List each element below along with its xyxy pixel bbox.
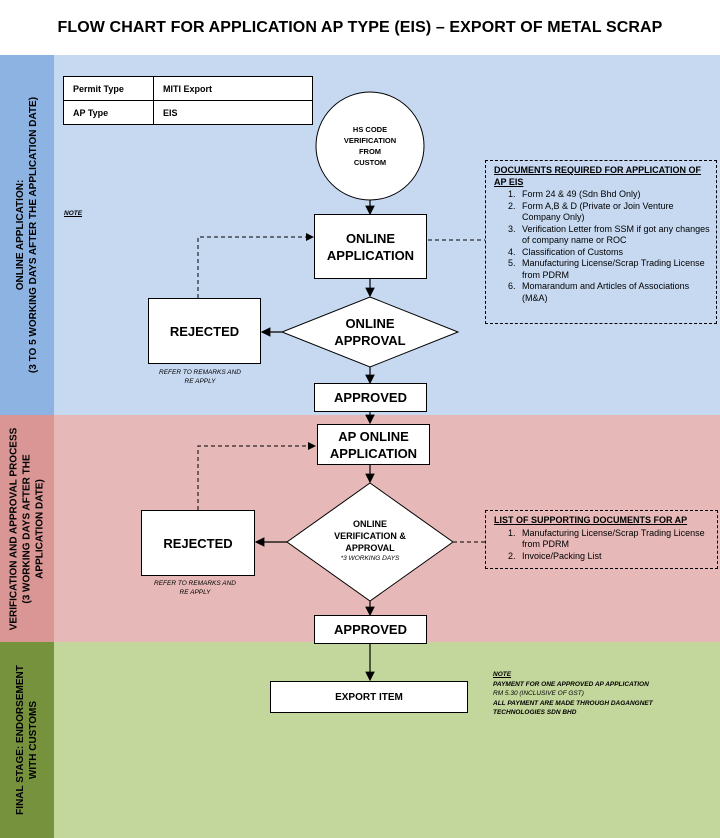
list-item: Form 24 & 49 (Sdn Bhd Only): [518, 189, 710, 201]
hs-code-line: VERIFICATION: [343, 136, 397, 145]
refer-line: RE APPLY: [184, 378, 216, 385]
box-label: APPLICATION: [329, 445, 418, 461]
stage-label-line: ONLINE APPLICATION:: [15, 179, 26, 291]
stage-final-endorsement: FINAL STAGE: ENDORSEMENT WITH CUSTOMS: [0, 642, 720, 838]
hs-code-line: FROM: [358, 147, 382, 156]
supporting-heading: LIST OF SUPPORTING DOCUMENTS FOR AP: [494, 515, 688, 525]
note-line: ALL PAYMENT ARE MADE THROUGH DAGANGNET: [493, 699, 653, 707]
stage-label: ONLINE APPLICATION: (3 TO 5 WORKING DAYS…: [0, 55, 54, 415]
decision-label: APPROVAL: [345, 543, 395, 553]
documents-heading: DOCUMENTS REQUIRED FOR APPLICATION OF AP…: [494, 165, 701, 187]
list-item: Manufacturing License/Scrap Trading Lice…: [518, 528, 711, 551]
refer-line: RE APPLY: [179, 589, 211, 596]
refer-line: REFER TO REMARKS AND: [154, 580, 236, 587]
stage-label-line: (3 TO 5 WORKING DAYS AFTER THE APPLICATI…: [28, 96, 39, 374]
online-application-box: ONLINE APPLICATION: [314, 214, 427, 279]
list-item: Manufacturing License/Scrap Trading Lice…: [518, 258, 710, 281]
supporting-documents-box: LIST OF SUPPORTING DOCUMENTS FOR AP Manu…: [485, 510, 718, 569]
stage-label-line: (3 WORKING DAYS AFTER THE: [21, 453, 33, 604]
documents-required-box: DOCUMENTS REQUIRED FOR APPLICATION OF AP…: [485, 160, 717, 324]
stage-label-line: FINAL STAGE: ENDORSEMENT: [15, 665, 26, 815]
documents-list: Form 24 & 49 (Sdn Bhd Only) Form A,B & D…: [494, 189, 710, 304]
ap-online-application-box: AP ONLINE APPLICATION: [317, 424, 430, 465]
refer-note: REFER TO REMARKS AND RE APPLY: [135, 579, 255, 597]
refer-line: REFER TO REMARKS AND: [159, 369, 241, 376]
approved-box: APPROVED: [314, 383, 427, 412]
hs-code-verification: HS CODE VERIFICATION FROM CUSTOM: [316, 92, 424, 200]
note-heading: NOTE: [493, 671, 512, 678]
stage-label: VERIFICATION AND APPROVAL PROCESS (3 WOR…: [0, 415, 54, 642]
approved-box: APPROVED: [314, 615, 427, 644]
box-label: APPLICATION: [326, 247, 415, 263]
table-cell: Permit Type: [63, 76, 154, 101]
rejected-box: REJECTED: [148, 298, 261, 364]
decision-label: ONLINE: [352, 519, 387, 529]
note-line: TECHNOLOGIES SDN BHD: [493, 709, 577, 716]
stage-body: [54, 642, 720, 838]
stage-label-line: VERIFICATION AND APPROVAL PROCESS: [8, 427, 20, 630]
table-row: AP Type EIS: [63, 100, 313, 125]
list-item: Invoice/Packing List: [518, 551, 711, 563]
page-title: FLOW CHART FOR APPLICATION AP TYPE (EIS)…: [57, 18, 663, 36]
note-line: PAYMENT FOR ONE APPROVED AP APPLICATION: [493, 680, 649, 688]
rejected-box: REJECTED: [141, 510, 255, 576]
hs-code-line: CUSTOM: [353, 158, 387, 167]
table-row: Permit Type MITI Export: [63, 76, 313, 101]
stage-label: FINAL STAGE: ENDORSEMENT WITH CUSTOMS: [0, 642, 54, 838]
stage-label-line: WITH CUSTOMS: [28, 700, 39, 780]
list-item: Verification Letter from SSM if got any …: [518, 224, 710, 247]
stage-label-line: APPLICATION DATE): [34, 478, 46, 579]
verification-label: ONLINE VERIFICATION & APPROVAL *3 WORKIN…: [310, 512, 430, 570]
export-item-box: EXPORT ITEM: [270, 681, 468, 713]
decision-label: APPROVAL: [334, 333, 406, 348]
refer-note: REFER TO REMARKS AND RE APPLY: [140, 368, 260, 386]
list-item: Form A,B & D (Private or Join Venture Co…: [518, 201, 710, 224]
note-line: RM 5.30 (INCLUSIVE OF GST): [493, 690, 584, 697]
permit-table: Permit Type MITI Export AP Type EIS: [63, 76, 313, 125]
note-label: NOTE: [64, 210, 83, 217]
decision-label: ONLINE: [345, 316, 395, 331]
box-label: AP ONLINE: [338, 428, 409, 444]
box-label: ONLINE: [345, 230, 396, 246]
table-cell: AP Type: [63, 100, 154, 125]
table-cell: EIS: [153, 100, 313, 125]
online-approval-label: ONLINE APPROVAL: [300, 312, 440, 352]
payment-note: NOTE PAYMENT FOR ONE APPROVED AP APPLICA…: [493, 670, 713, 718]
hs-code-line: HS CODE: [352, 125, 388, 134]
list-item: Momarandum and Articles of Associations …: [518, 281, 710, 304]
list-item: Classification of Customs: [518, 247, 710, 259]
decision-label: VERIFICATION &: [334, 531, 406, 541]
supporting-list: Manufacturing License/Scrap Trading Lice…: [494, 528, 711, 563]
table-cell: MITI Export: [153, 76, 313, 101]
working-days-note: *3 WORKING DAYS: [340, 555, 400, 562]
